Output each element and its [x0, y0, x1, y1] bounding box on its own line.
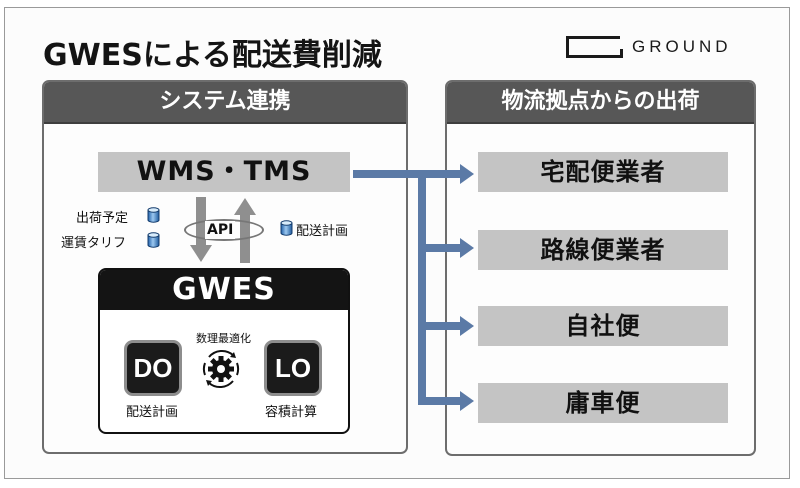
- api-label: API: [205, 221, 236, 239]
- wms-tms-box: WMS・TMS: [98, 152, 350, 192]
- gear-cycle-icon: [202, 350, 240, 388]
- lo-module-caption: 容積計算: [265, 405, 318, 420]
- logo-text: GROUND: [632, 37, 732, 56]
- shipping-header: 物流拠点からの出荷: [447, 82, 754, 124]
- database-icon: [280, 220, 293, 236]
- gwes-header: GWES: [100, 270, 348, 310]
- destination-chartered-truck: 庸車便: [478, 383, 728, 423]
- optimization-label: 数理最適化: [196, 332, 251, 345]
- api-ring: [184, 219, 264, 241]
- system-integration-header: システム連携: [44, 82, 406, 124]
- lo-module-tile: LO: [264, 340, 322, 396]
- do-module-tile: DO: [124, 340, 182, 396]
- input-label-freight-tariff: 運賃タリフ: [61, 236, 127, 251]
- do-module-caption: 配送計画: [126, 405, 179, 420]
- output-label-delivery-plan: 配送計画: [296, 224, 349, 239]
- input-label-shipping-schedule: 出荷予定: [76, 211, 129, 226]
- logo-mark-icon: [566, 36, 623, 58]
- destination-route-carrier: 路線便業者: [478, 230, 728, 270]
- database-icon: [147, 207, 160, 223]
- database-icon: [147, 232, 160, 248]
- destination-parcel-carrier: 宅配便業者: [478, 152, 728, 192]
- destination-own-fleet: 自社便: [478, 306, 728, 346]
- page-title: GWESによる配送費削減: [43, 38, 382, 73]
